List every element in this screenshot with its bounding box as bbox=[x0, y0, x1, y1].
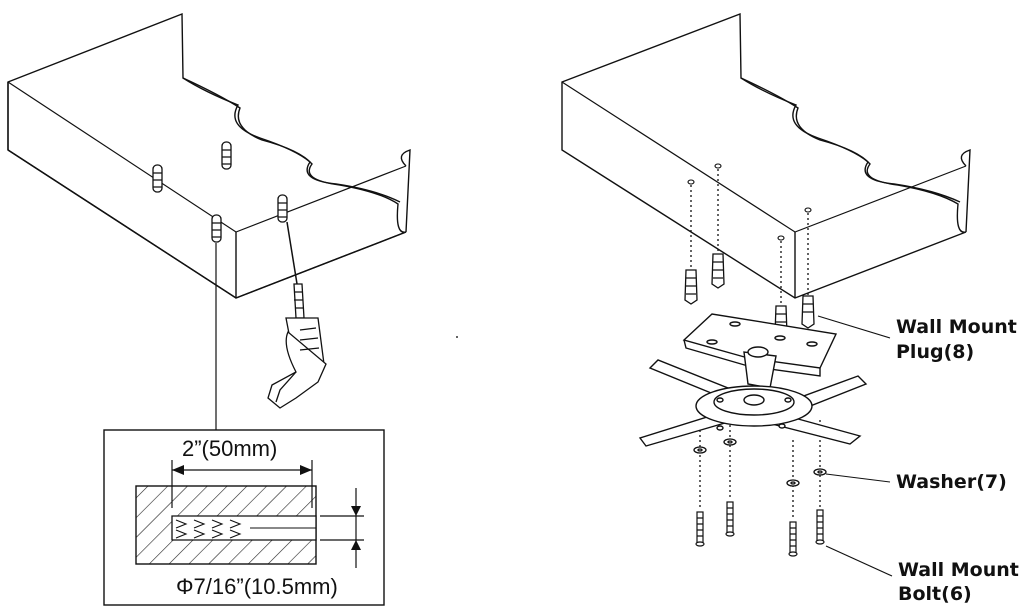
ceiling-slab-left bbox=[7, 12, 411, 299]
left-panel: 2”(50mm) Φ7/16”(10.5mm) bbox=[7, 12, 411, 606]
ceiling-mount-bracket bbox=[638, 313, 868, 447]
drill-depth-detail: 2”(50mm) Φ7/16”(10.5mm) bbox=[103, 429, 385, 606]
depth-dimension-label: 2”(50mm) bbox=[182, 436, 277, 461]
plug-label-line1: Wall Mount bbox=[896, 316, 1017, 338]
washers bbox=[693, 438, 827, 487]
washer-icon bbox=[693, 446, 707, 454]
bolt-label-line1: Wall Mount bbox=[898, 559, 1019, 581]
wall-mount-bolts bbox=[695, 501, 825, 557]
stray-dot bbox=[456, 336, 458, 338]
washer-icon bbox=[723, 438, 737, 446]
plug-icon bbox=[152, 164, 163, 193]
right-panel: Wall Mount Plug(8) Washer(7) Wall Mount … bbox=[561, 12, 1019, 605]
plug-label-line2: Plug(8) bbox=[896, 341, 974, 363]
bolt-icon bbox=[815, 509, 825, 545]
pilot-holes bbox=[687, 163, 812, 241]
bolt-label-line2: Bolt(6) bbox=[898, 583, 972, 605]
callout-leaders bbox=[817, 315, 893, 577]
plug-icon bbox=[684, 269, 698, 305]
plug-icon bbox=[211, 214, 222, 243]
alignment-lines bbox=[690, 169, 821, 520]
plug-icon bbox=[277, 194, 288, 223]
plug-icon bbox=[801, 295, 815, 329]
plug-icon bbox=[221, 141, 232, 170]
washer-icon bbox=[813, 468, 827, 476]
ceiling-slab-right bbox=[561, 12, 971, 299]
plug-icon bbox=[711, 253, 725, 289]
washer-label: Washer(7) bbox=[896, 471, 1007, 493]
bolt-icon bbox=[695, 511, 705, 547]
bolt-icon bbox=[725, 501, 735, 537]
plug-section-icon bbox=[171, 515, 317, 541]
bolt-icon bbox=[788, 521, 798, 557]
ceiling-plugs-left bbox=[152, 141, 288, 243]
drill-icon bbox=[267, 221, 327, 409]
diameter-dimension-label: Φ7/16”(10.5mm) bbox=[176, 574, 338, 599]
washer-icon bbox=[786, 479, 800, 487]
